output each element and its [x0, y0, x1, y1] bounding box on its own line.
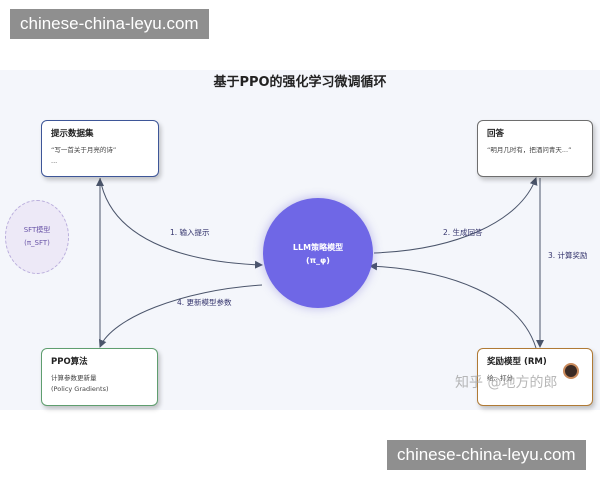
edge-label-update-params: 4. 更新模型参数 [177, 298, 232, 307]
ppo-title: PPO算法 [51, 357, 88, 367]
watermark-bottom: chinese-china-leyu.com [387, 440, 586, 470]
diagram-title: 基于PPO的强化学习微调循环 [213, 75, 387, 90]
sft-model-symbol: (π_SFT) [24, 239, 50, 247]
sft-model-node: SFT模型 (π_SFT) [5, 200, 69, 274]
sft-model-label: SFT模型 [23, 226, 51, 234]
reward-model-line1: 给…打分 [487, 374, 513, 382]
edge-label-input-prompt: 1. 输入提示 [170, 228, 210, 237]
reward-model-title: 奖励模型 (RM) [487, 357, 547, 367]
prompt-dataset-title: 提示数据集 [51, 129, 94, 139]
edge-label-generate-answer: 2. 生成回答 [443, 228, 483, 237]
ppo-line2: (Policy Gradients) [51, 385, 109, 393]
author-avatar [563, 363, 579, 379]
answer-example: “明月几时有，把酒问青天...” [487, 146, 572, 154]
arrow-input-prompt [99, 177, 263, 269]
llm-policy-symbol: (π_φ) [306, 256, 330, 265]
ppo-line1: 计算参数更新量 [51, 374, 97, 382]
answer-node: 回答 “明月几时有，把酒问青天...” [477, 120, 593, 177]
watermark-top: chinese-china-leyu.com [10, 9, 209, 39]
llm-policy-node: LLM策略模型 (π_φ) [263, 198, 373, 308]
answer-title: 回答 [487, 129, 505, 139]
prompt-dataset-node: 提示数据集 “写一首关于月亮的诗” ... [41, 120, 159, 177]
llm-policy-label: LLM策略模型 [292, 243, 344, 252]
arrow-update-params [98, 284, 263, 348]
arrow-generate-answer [373, 177, 538, 254]
edge-label-compute-reward: 3. 计算奖励 [548, 251, 588, 260]
prompt-dataset-ellipsis: ... [51, 157, 58, 165]
ppo-node: PPO算法 计算参数更新量 (Policy Gradients) [41, 348, 158, 406]
arrow-reward-to-llm [369, 262, 537, 349]
prompt-dataset-example: “写一首关于月亮的诗” [51, 146, 117, 154]
zhihu-watermark: 知乎 @地方的郎 [455, 375, 558, 391]
